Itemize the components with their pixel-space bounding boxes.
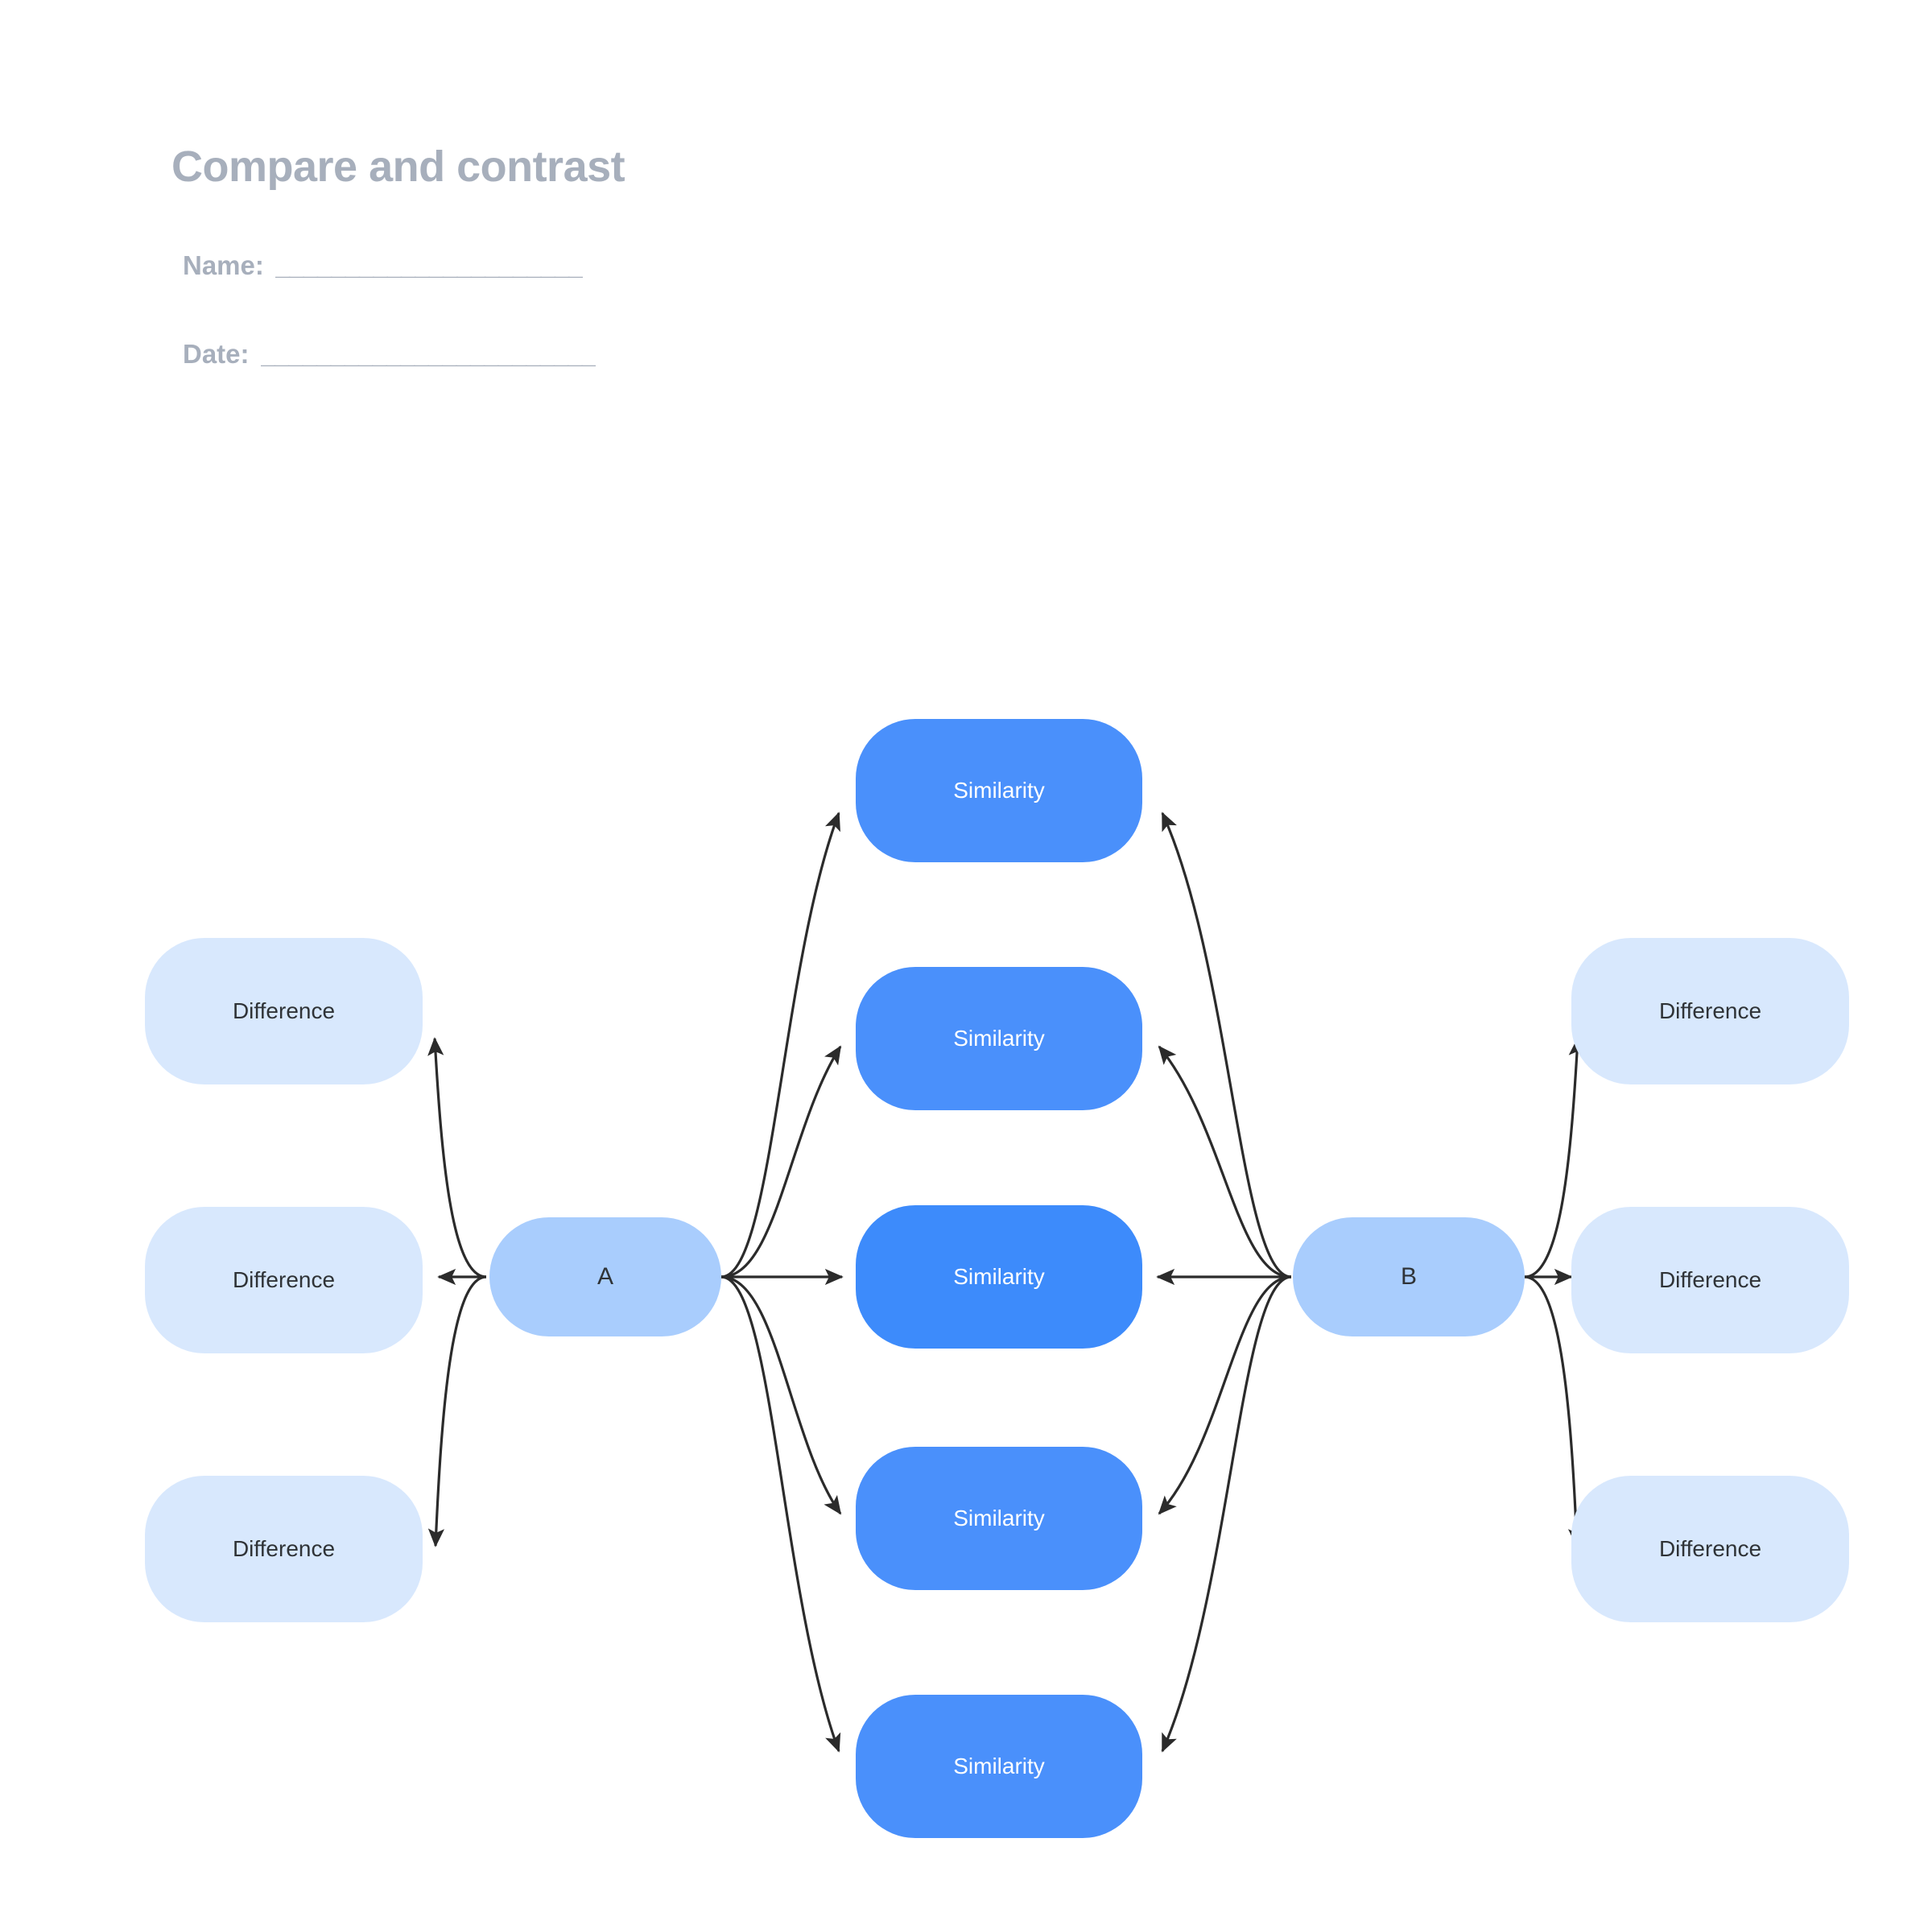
edge-group-a-right <box>720 812 844 1753</box>
left-difference-node-2[interactable]: Difference <box>145 1207 423 1353</box>
name-field-row: Name: ______________________ <box>171 250 625 281</box>
name-label: Name: <box>183 250 264 281</box>
edge-group-b-left <box>1156 812 1292 1753</box>
node-label: Difference <box>232 1536 336 1562</box>
edge-b-to-similarity-1 <box>1161 812 1292 1279</box>
similarity-node-4[interactable]: Similarity <box>856 1447 1142 1590</box>
right-difference-node-2[interactable]: Difference <box>1571 1207 1849 1353</box>
subject-b-node[interactable]: B <box>1293 1217 1525 1336</box>
edge-group-a-left <box>427 1037 487 1547</box>
edge-b-to-similarity-5 <box>1161 1275 1292 1753</box>
page-title: Compare and contrast <box>171 143 625 191</box>
node-label: A <box>597 1263 613 1290</box>
edge-a-to-left-difference-1 <box>427 1037 487 1279</box>
node-label: Similarity <box>953 1264 1045 1290</box>
node-label: Difference <box>1658 998 1762 1024</box>
date-input-line[interactable]: ________________________ <box>260 339 597 370</box>
node-label: Difference <box>1658 1536 1762 1562</box>
edge-b-to-similarity-2 <box>1158 1045 1292 1279</box>
edge-b-to-right-difference-3 <box>1524 1275 1585 1547</box>
edge-a-to-similarity-2 <box>720 1045 842 1279</box>
right-difference-node-1[interactable]: Difference <box>1571 938 1849 1084</box>
similarity-node-3[interactable]: Similarity <box>856 1205 1142 1349</box>
similarity-node-1[interactable]: Similarity <box>856 719 1142 862</box>
date-field-row: Date: ________________________ <box>171 339 625 370</box>
edge-a-to-similarity-1 <box>720 812 840 1279</box>
node-label: Difference <box>232 1267 336 1293</box>
name-input-line[interactable]: ______________________ <box>275 250 583 281</box>
edge-a-to-left-difference-3 <box>427 1275 487 1547</box>
similarity-node-5[interactable]: Similarity <box>856 1695 1142 1838</box>
similarity-node-2[interactable]: Similarity <box>856 967 1142 1110</box>
left-difference-node-3[interactable]: Difference <box>145 1476 423 1622</box>
edge-b-to-similarity-4 <box>1158 1275 1292 1515</box>
node-label: Difference <box>232 998 336 1024</box>
date-label: Date: <box>183 339 250 370</box>
worksheet-header: Compare and contrast Name: _____________… <box>171 143 625 370</box>
subject-a-node[interactable]: A <box>489 1217 721 1336</box>
node-label: Similarity <box>953 1026 1045 1051</box>
edge-group-b-right <box>1524 1037 1585 1547</box>
right-difference-node-3[interactable]: Difference <box>1571 1476 1849 1622</box>
edge-a-to-similarity-5 <box>720 1275 841 1753</box>
node-label: Similarity <box>953 1506 1045 1531</box>
left-difference-node-1[interactable]: Difference <box>145 938 423 1084</box>
node-label: Similarity <box>953 1754 1045 1779</box>
edge-a-to-similarity-4 <box>720 1275 842 1515</box>
node-label: Difference <box>1658 1267 1762 1293</box>
node-label: B <box>1400 1263 1417 1290</box>
edge-b-to-right-difference-1 <box>1524 1037 1585 1279</box>
node-label: Similarity <box>953 778 1045 803</box>
